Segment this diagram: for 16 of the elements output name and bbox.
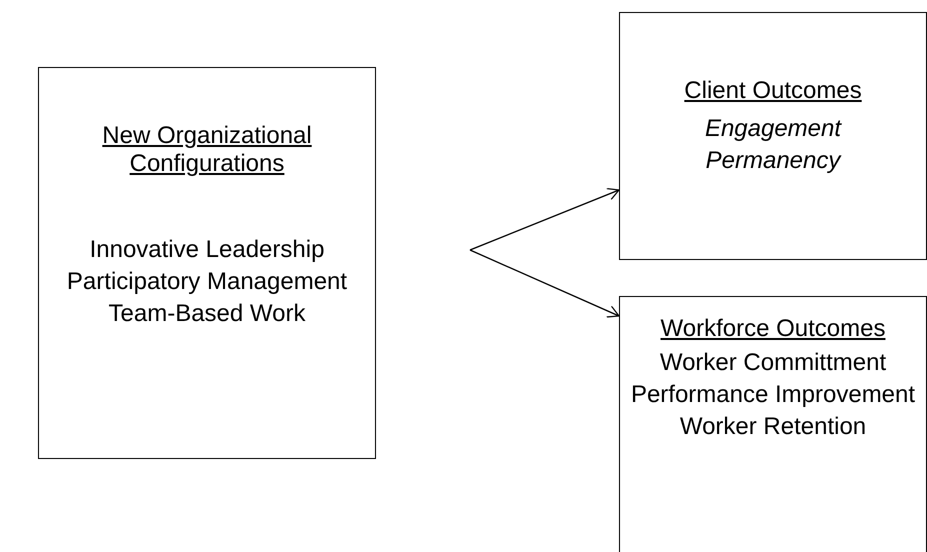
outcome-box	[38, 67, 376, 459]
outcome-box	[619, 12, 927, 260]
item-text: Team-Based Work	[108, 300, 306, 328]
item-text: Engagement	[704, 115, 842, 143]
box-heading: New Organizational Configurations	[101, 122, 313, 178]
item-text: Permanency	[706, 147, 840, 175]
arrow	[470, 188, 620, 251]
item-text: Performance Improvement	[630, 381, 916, 409]
box-heading: Workforce Outcomes	[660, 315, 886, 343]
item-text: Participatory Management	[66, 268, 348, 296]
item-text: Worker Committment	[660, 349, 886, 377]
arrow	[470, 249, 620, 318]
box-heading: Client Outcomes	[684, 77, 862, 105]
outcome-box	[619, 296, 927, 552]
item-text: Worker Retention	[680, 413, 866, 441]
item-text: Innovative Leadership	[90, 236, 324, 264]
